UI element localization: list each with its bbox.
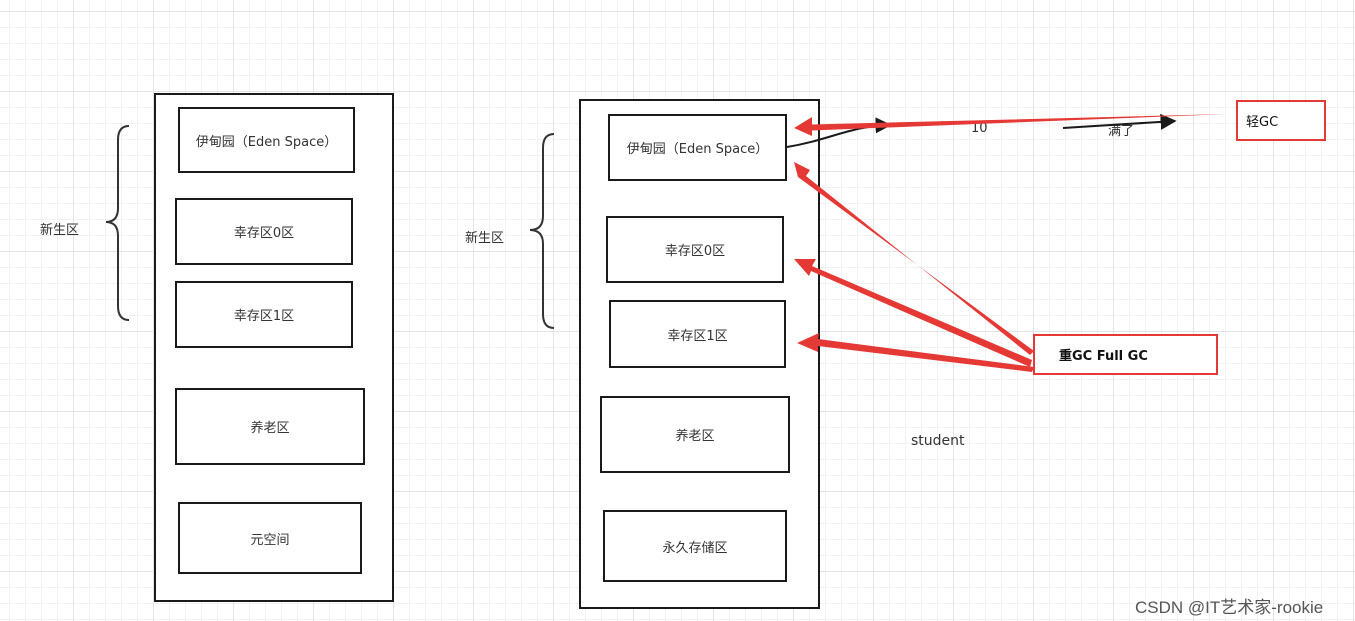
eden-box-right: 伊甸园（Eden Space） <box>608 114 787 181</box>
major-gc-label: 重GC Full GC <box>1059 349 1148 364</box>
metaspace-box-left: 元空间 <box>178 502 362 574</box>
eden-box-left: 伊甸园（Eden Space） <box>178 107 355 173</box>
major-gc-arrow-survivor1 <box>797 333 1034 372</box>
minor-gc-arrow <box>794 114 1228 136</box>
young-gen-brace-right <box>529 133 555 329</box>
survivor1-box-left: 幸存区1区 <box>175 281 353 348</box>
minor-gc-box: 轻GC <box>1236 100 1326 141</box>
old-gen-box-right: 养老区 <box>600 396 790 473</box>
perm-gen-box-right: 永久存储区 <box>603 510 787 582</box>
major-gc-box: 重GC Full GC <box>1033 334 1218 375</box>
old-gen-box-left: 养老区 <box>175 388 365 465</box>
count-label: 10 <box>971 121 988 136</box>
survivor1-box-right: 幸存区1区 <box>609 300 786 368</box>
major-gc-arrow-eden <box>794 162 1034 355</box>
student-label: student <box>911 433 965 449</box>
young-gen-label-right: 新生区 <box>465 231 505 246</box>
csdn-watermark: CSDN @IT艺术家-rookie <box>1135 598 1324 617</box>
survivor0-box-right: 幸存区0区 <box>606 216 784 283</box>
full-flow-arrow <box>1062 113 1177 130</box>
minor-gc-label: 轻GC <box>1246 115 1279 130</box>
young-gen-label-left: 新生区 <box>40 223 80 238</box>
young-gen-brace-left <box>105 125 130 321</box>
survivor0-box-left: 幸存区0区 <box>175 198 353 265</box>
major-gc-arrow-survivor0 <box>794 259 1032 367</box>
full-label: 满了 <box>1108 124 1135 139</box>
